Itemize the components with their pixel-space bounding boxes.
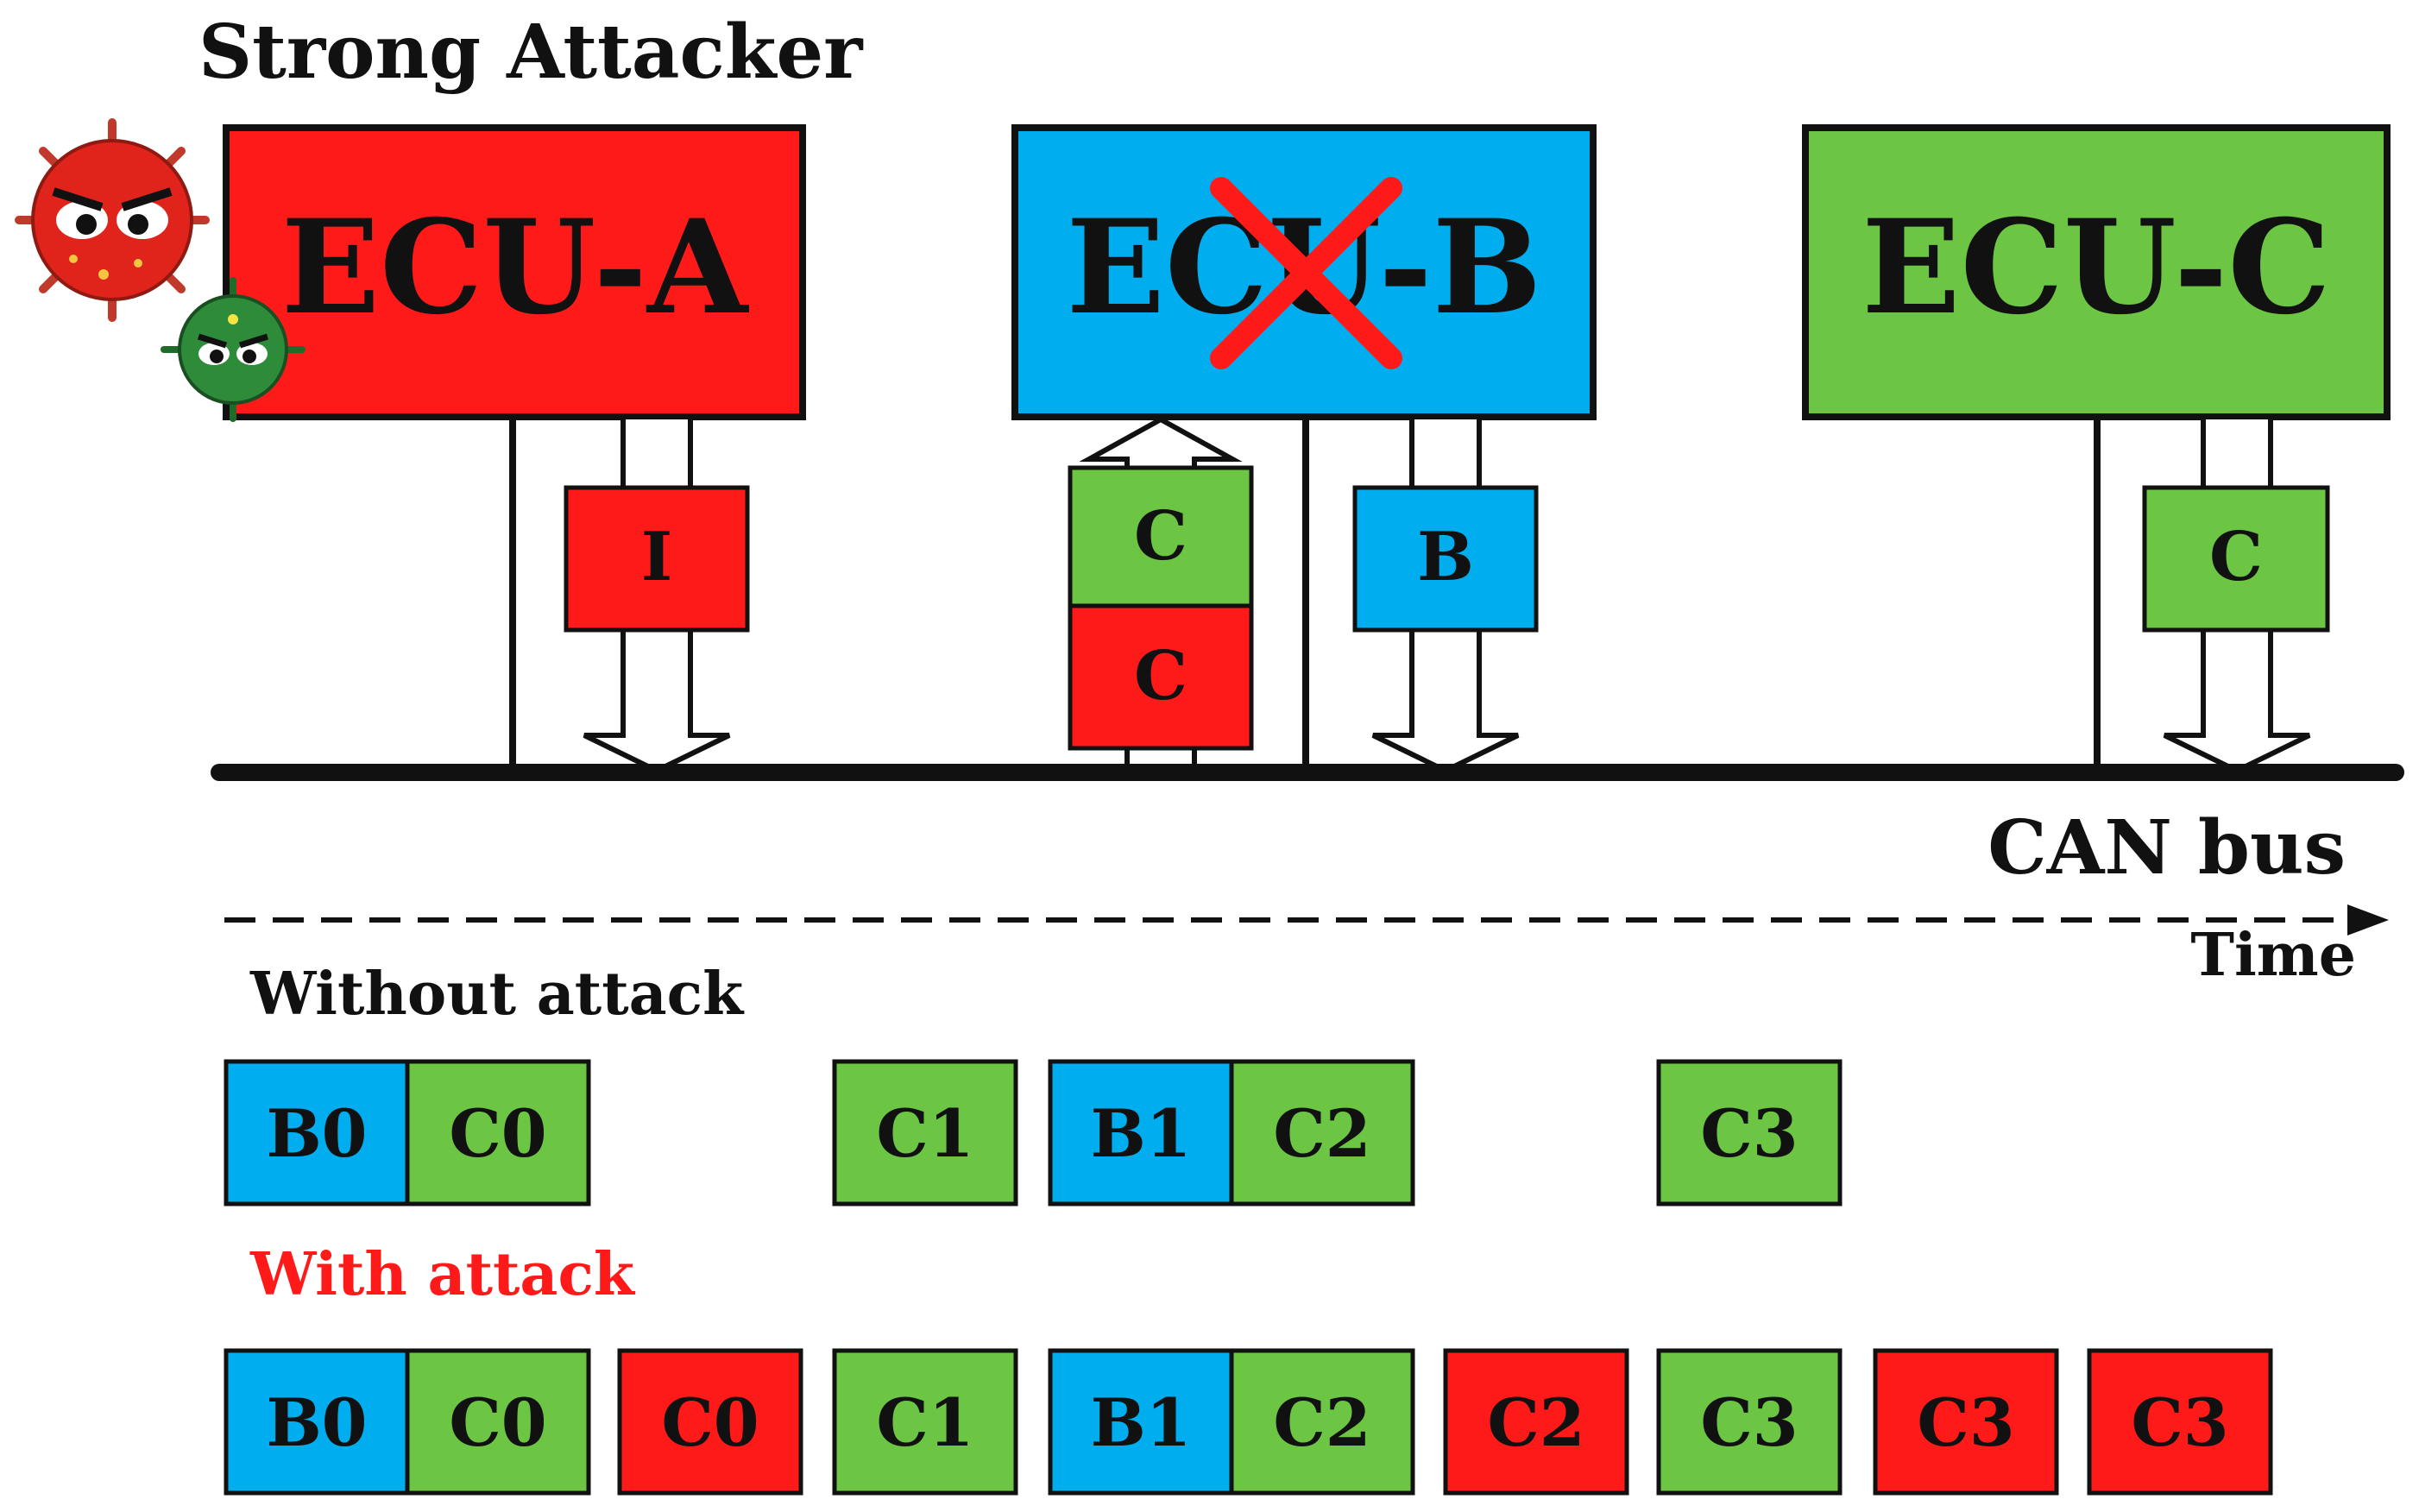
timeline-frame-label: C2 [1273, 1384, 1370, 1461]
ecu-c-tx-frame [2142, 485, 2330, 633]
with-attack-label: With attack [249, 1240, 636, 1309]
timeline-frame [405, 1059, 591, 1206]
timeline-frame [1656, 1348, 1843, 1496]
timeline-frame [1443, 1348, 1629, 1496]
without-attack-label: Without attack [249, 960, 745, 1029]
ecu-b-rx-frame-top [1068, 465, 1254, 608]
timeline-frame-label: B1 [1090, 1095, 1191, 1172]
timeline-frame-label: C1 [876, 1384, 973, 1461]
timeline-frame-label: C3 [1700, 1095, 1798, 1172]
time-axis-arrowhead [2347, 904, 2389, 936]
ecu-b-rx-frame-bottom [1068, 603, 1254, 751]
timeline-frame [224, 1059, 410, 1206]
time-label: Time [2190, 921, 2356, 990]
timeline-frame-label: B0 [266, 1095, 367, 1172]
timeline-frame [832, 1059, 1018, 1206]
ecu-b-rx-frame-bottom-label: C [1134, 637, 1187, 715]
cross-icon [1210, 177, 1402, 369]
timeline-frame [405, 1348, 591, 1496]
timeline-frame [2087, 1348, 2273, 1496]
timeline-frame-label: C2 [1273, 1095, 1370, 1172]
timeline-with-attack: B0 C0 C0 C1 B1 C2 C2 C3 C3 C3 [224, 1348, 2273, 1496]
timeline-frame [1048, 1059, 1234, 1206]
timeline-frame-label: C3 [1700, 1384, 1798, 1461]
timeline-frame-label: C3 [1917, 1384, 2014, 1461]
timeline-frame [832, 1348, 1018, 1496]
timeline-frame [224, 1348, 410, 1496]
ecu-b-rx-frame-top-label: C [1134, 497, 1187, 576]
ecu-a-box [223, 124, 806, 420]
timeline-frame-label: C1 [876, 1095, 973, 1172]
ecu-a-tx-frame [564, 485, 750, 633]
ecu-c-tx-frame-label: C [2209, 518, 2263, 596]
timeline-frame-label: C2 [1487, 1384, 1584, 1461]
virus-red-icon [15, 118, 210, 322]
timeline-frame [617, 1348, 803, 1496]
diagram-title: Strong Attacker [198, 9, 864, 96]
timeline-frame-label: C0 [449, 1095, 546, 1172]
ecu-a-tx-frame-label: I [641, 518, 673, 596]
timeline-frame [1229, 1059, 1415, 1206]
timeline-frame-label: C0 [661, 1384, 759, 1461]
timeline-frame-label: B1 [1090, 1384, 1191, 1461]
timeline-frame [1229, 1348, 1415, 1496]
timeline-frame-label: B0 [266, 1384, 367, 1461]
ecu-b-tx-frame [1352, 485, 1539, 633]
timeline-without-attack: B0 C0 C1 B1 C2 C3 [224, 1059, 1843, 1206]
timeline-frame [1656, 1059, 1843, 1206]
timeline-frame-label: C0 [449, 1384, 546, 1461]
ecu-b-tx-frame-label: B [1417, 518, 1474, 596]
ecu-c-label: ECU-C [1861, 192, 2331, 343]
timeline-frame [1873, 1348, 2059, 1496]
timeline-frame [1048, 1348, 1234, 1496]
virus-green-icon [161, 277, 306, 422]
can-bus-label: CAN bus [1987, 804, 2346, 891]
ecu-c-box [1802, 124, 2391, 420]
timeline-frame-label: C3 [2131, 1384, 2228, 1461]
ecu-a-label: ECU-A [281, 192, 750, 343]
